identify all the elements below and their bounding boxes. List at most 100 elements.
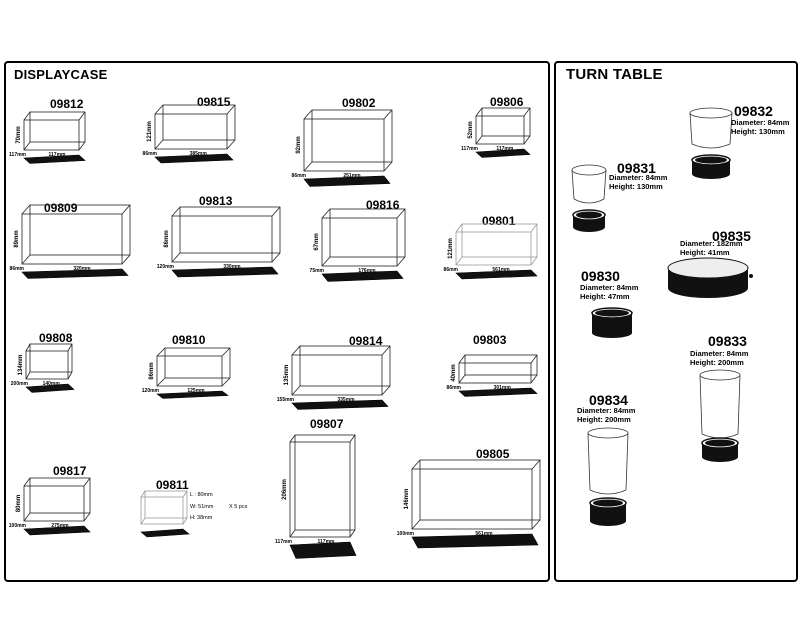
case-code-09806: 09806 <box>490 95 524 109</box>
turntable-disc-09835 <box>667 257 753 298</box>
case-drawing-09807: 206mm 117mm 117mm <box>275 434 357 559</box>
turntable-dome-09833 <box>699 369 741 439</box>
case-code-09812: 09812 <box>50 97 84 111</box>
case-width-label-09808: 140mm <box>43 381 61 387</box>
case-width-label-09802: 251mm <box>343 173 361 179</box>
case-depth-label-09807: 117mm <box>275 539 293 545</box>
case-drawing-09811 <box>140 490 190 538</box>
turntable-base-09830 <box>591 307 633 338</box>
case-height-label-09810: 86mm <box>149 362 155 379</box>
case-base-09817 <box>23 525 91 536</box>
case-base-09808 <box>25 383 75 393</box>
case-height-label-09813: 86mm <box>164 230 170 247</box>
turntable-diameter-09830: Diameter: 84mm <box>580 283 639 292</box>
turntable-base-09834 <box>589 497 627 526</box>
case-depth-label-09813: 120mm <box>157 264 175 270</box>
case-code-09816: 09816 <box>366 198 400 212</box>
turntable-code-09834: 09834 <box>589 392 628 408</box>
case-width-label-09805: 561mm <box>475 531 493 537</box>
turntable-height-09835: Height: 41mm <box>680 248 730 257</box>
case-height-label-09815: 121mm <box>147 121 153 142</box>
case-09811-spec-h: H: 38mm <box>190 515 213 521</box>
case-width-label-09809: 320mm <box>73 266 91 272</box>
case-glass-09813 <box>171 206 281 263</box>
case-09811-spec-l: L : 80mm <box>190 492 213 498</box>
case-depth-label-09816: 75mm <box>310 268 325 274</box>
case-base-09816 <box>321 270 404 282</box>
turntable-height-09830: Height: 47mm <box>580 292 630 301</box>
case-code-09807: 09807 <box>310 417 344 431</box>
case-height-label-09814: 135mm <box>284 365 290 386</box>
case-width-label-09815: 385mm <box>190 151 208 157</box>
case-width-label-09813: 330mm <box>223 264 241 270</box>
case-depth-label-09806: 117mm <box>461 146 479 152</box>
case-glass-09814 <box>291 345 391 396</box>
case-depth-label-09805: 100mm <box>397 531 415 537</box>
turntable-dome-09834 <box>587 427 629 495</box>
case-code-09813: 09813 <box>199 194 233 208</box>
case-width-label-09812: 117mm <box>49 152 67 158</box>
turntable-dome-09831 <box>571 164 607 204</box>
case-width-label-09814: 335mm <box>337 397 355 403</box>
turntable-diameter-09833: Diameter: 84mm <box>690 349 749 358</box>
case-glass-09810 <box>156 347 231 387</box>
case-width-label-09803: 301mm <box>494 385 512 391</box>
case-glass-09803 <box>458 354 538 384</box>
case-depth-label-09810: 120mm <box>142 388 160 394</box>
case-base-09802 <box>303 175 391 187</box>
case-depth-label-09814: 155mm <box>277 397 295 403</box>
turntable-dome-09832 <box>689 107 733 149</box>
case-height-label-09807: 206mm <box>282 479 288 500</box>
case-glass-09807 <box>289 434 356 538</box>
case-code-09803: 09803 <box>473 333 507 347</box>
case-glass-09809 <box>21 204 131 265</box>
case-width-label-09806: 117mm <box>496 146 514 152</box>
case-glass-09808 <box>25 343 73 380</box>
turntable-diameter-09834: Diameter: 84mm <box>577 406 636 415</box>
displaycase-title: DISPLAYCASE <box>14 67 108 82</box>
turntable-code-09832: 09832 <box>734 103 773 119</box>
case-base-09812 <box>23 154 86 164</box>
case-code-09808: 09808 <box>39 331 73 345</box>
case-base-09803 <box>458 387 538 397</box>
case-base-09805 <box>411 533 539 549</box>
case-09811-spec-qty: X 5 pcs <box>229 504 248 510</box>
case-width-label-09817: 275mm <box>51 523 69 529</box>
case-glass-09812 <box>23 111 86 151</box>
case-height-label-09808: 134mm <box>18 355 24 376</box>
turntable-height-09834: Height: 200mm <box>577 415 631 424</box>
turntable-height-09831: Height: 130mm <box>609 182 663 191</box>
case-height-label-09817: 80mm <box>16 495 22 512</box>
turntable-diameter-09831: Diameter: 84mm <box>609 173 668 182</box>
displaycase-panel: DISPLAYCASE <box>4 61 550 582</box>
case-depth-label-09801: 86mm <box>444 267 459 273</box>
case-code-09814: 09814 <box>349 334 383 348</box>
case-base-09806 <box>475 148 531 158</box>
case-base-09810 <box>156 390 229 399</box>
case-depth-label-09802: 86mm <box>292 173 307 179</box>
case-base-09801 <box>455 269 538 280</box>
case-code-09805: 09805 <box>476 447 510 461</box>
case-glass-09802 <box>303 109 393 172</box>
case-glass-09806 <box>475 107 531 145</box>
case-height-label-09806: 52mm <box>468 121 474 138</box>
case-width-label-09810: 125mm <box>187 388 205 394</box>
case-width-label-09807: 117mm <box>318 539 336 545</box>
turntable-base-09832 <box>691 154 731 179</box>
case-base-09814 <box>291 399 389 410</box>
case-glass-09817 <box>23 477 91 522</box>
case-glass-09816 <box>321 208 406 267</box>
case-depth-label-09803: 86mm <box>447 385 462 391</box>
case-glass-09811 <box>140 490 188 525</box>
case-09811-spec-w: W: 51mm <box>190 504 214 510</box>
